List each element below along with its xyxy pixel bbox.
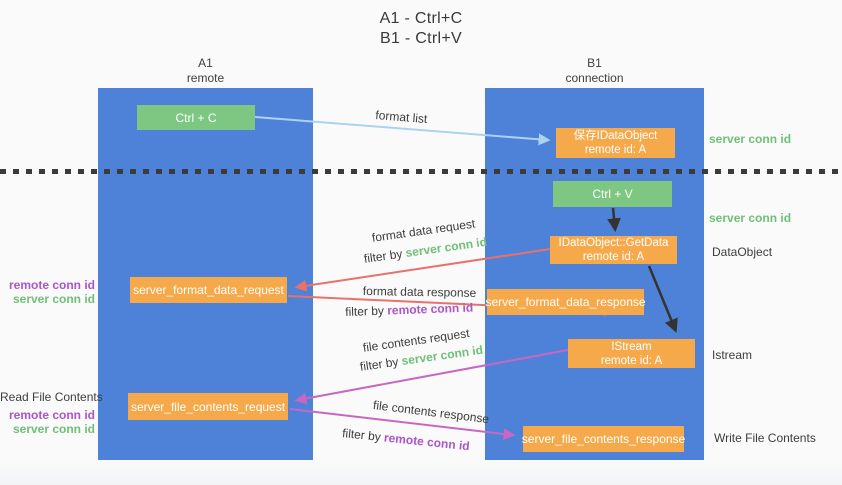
- save-dataobject-line2: remote id: A: [584, 144, 647, 156]
- save-dataobject-line1: 保存IDataObject: [573, 130, 658, 142]
- server-format-data-response-box: server_format_data_response: [485, 289, 646, 315]
- lifeline-a1-role: remote: [186, 71, 225, 85]
- write-file-contents-label: Write File Contents: [714, 431, 816, 445]
- read-file-contents-label: Read File Contents: [0, 390, 103, 404]
- lifeline-b1-name: B1: [587, 56, 602, 70]
- server-file-contents-request-box: server_file_contents_request: [128, 393, 288, 420]
- file-contents-response-label: file contents response: [372, 398, 490, 427]
- diagram-title: A1 - Ctrl+C B1 - Ctrl+V: [0, 9, 842, 49]
- idataobject-getdata-box: IDataObject::GetData remote id: A: [550, 236, 677, 264]
- lifeline-a1-name: A1: [198, 56, 213, 70]
- istream-side-label: Istream: [712, 348, 753, 362]
- idataobject-getdata-line2: remote id: A: [582, 251, 645, 263]
- filter-prefix: filter by: [345, 303, 388, 319]
- dataobject-label: DataObject: [712, 245, 773, 259]
- title-line-1: A1 - Ctrl+C: [379, 10, 463, 27]
- lifeline-b1-role: connection: [565, 71, 624, 85]
- istream-line2: remote id: A: [600, 354, 663, 367]
- server-file-contents-response-box: server_file_contents_response: [521, 426, 686, 452]
- lifeline-b1-header: B1 connection: [485, 56, 704, 86]
- format-data-response-filter-label: filter by remote conn id: [345, 301, 473, 319]
- filter-key-remote-conn-id: remote conn id: [386, 300, 474, 318]
- server-format-data-request-box: server_format_data_request: [130, 277, 287, 303]
- filter-prefix: filter by: [359, 354, 403, 374]
- istream-line1: IStream: [611, 340, 652, 353]
- server-file-contents-response-label: server_file_contents_response: [521, 432, 686, 446]
- ctrl-v-box: Ctrl + V: [553, 181, 672, 207]
- istream-box: IStream remote id: A: [568, 339, 695, 368]
- server-file-contents-request-label: server_file_contents_request: [130, 399, 286, 414]
- server-format-data-response-label: server_format_data_response: [485, 295, 646, 309]
- title-line-2: B1 - Ctrl+V: [380, 30, 462, 47]
- format-list-arrow-label: format list: [374, 108, 428, 127]
- filter-prefix: filter by: [363, 246, 407, 266]
- save-dataobject-box: 保存IDataObject remote id: A: [556, 128, 675, 158]
- right-server-conn-id-top-label: server conn id: [709, 132, 792, 146]
- ctrl-c-box: Ctrl + C: [137, 105, 255, 130]
- ctrl-v-label: Ctrl + V: [592, 187, 633, 201]
- left-server-conn-id-bottom-label: server conn id: [12, 422, 95, 436]
- left-remote-conn-id-bottom-label: remote conn id: [8, 408, 95, 422]
- idataobject-getdata-line1: IDataObject::GetData: [558, 237, 669, 249]
- right-server-conn-id-mid-label: server conn id: [709, 211, 792, 225]
- format-data-response-label: format data response: [362, 284, 477, 300]
- filter-key-remote-conn-id: remote conn id: [383, 430, 471, 454]
- session-separator-line: [0, 169, 842, 174]
- lifeline-a1-header: A1 remote: [98, 56, 313, 86]
- server-format-data-request-label: server_format_data_request: [133, 283, 284, 297]
- ctrl-c-label: Ctrl + C: [175, 110, 217, 125]
- filter-prefix: filter by: [341, 426, 385, 445]
- left-server-conn-id-top-label: server conn id: [12, 292, 95, 306]
- left-remote-conn-id-top-label: remote conn id: [8, 278, 95, 292]
- file-contents-response-filter-label: filter by remote conn id: [342, 426, 471, 453]
